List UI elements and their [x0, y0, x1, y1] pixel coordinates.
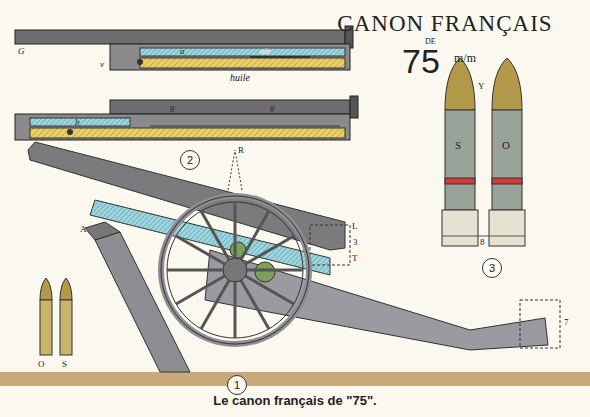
part-label: 3 — [353, 238, 358, 247]
wheel-spoke — [247, 269, 303, 272]
wheel — [161, 150, 309, 344]
part-label: huile — [230, 73, 250, 83]
part-label: O — [502, 140, 510, 151]
part-label: air — [260, 47, 271, 56]
callout-circle: 1 — [227, 375, 247, 395]
part-label: T — [352, 254, 358, 263]
part-label: Y — [478, 82, 485, 91]
wheel-spoke — [241, 280, 269, 328]
gun-carriage — [28, 142, 560, 372]
callout-number: 2 — [187, 154, 193, 166]
part-label: L — [352, 222, 358, 231]
part-label: R — [238, 146, 244, 155]
part-label: v — [100, 60, 104, 69]
recoil-section-top — [15, 26, 353, 70]
wheel-spoke — [234, 202, 237, 258]
part-label: 8 — [480, 238, 485, 247]
wheel-spoke — [234, 282, 237, 338]
part-label: G — [18, 47, 25, 56]
part-label: S — [455, 140, 461, 151]
callout-circle: 2 — [180, 150, 200, 170]
part-label: g — [170, 103, 175, 112]
callout-number: 3 — [489, 262, 495, 274]
wheel-spoke — [201, 211, 229, 259]
title: CANON FRANÇAIS — [337, 12, 552, 35]
wheel-spoke — [167, 269, 223, 272]
part-label: A — [80, 225, 87, 234]
ground — [0, 372, 590, 386]
caption: Le canon français de "75". — [213, 394, 376, 407]
shells-3 — [442, 58, 525, 246]
callout-circle: 3 — [482, 258, 502, 278]
wheel-spoke — [245, 236, 293, 264]
part-label: S — [62, 360, 67, 369]
part-label: m/m — [454, 52, 476, 64]
cartridges-left — [40, 278, 72, 355]
part-label: g — [270, 103, 275, 112]
wheel-spoke — [176, 276, 224, 304]
callout-number: 1 — [234, 379, 240, 391]
part-label: O — [38, 360, 45, 369]
part-label: 7 — [564, 318, 569, 327]
part-label: b — [75, 118, 80, 127]
recoil-section-bottom — [15, 96, 358, 140]
part-label: a — [180, 47, 185, 56]
part-label: 75 — [402, 44, 440, 78]
